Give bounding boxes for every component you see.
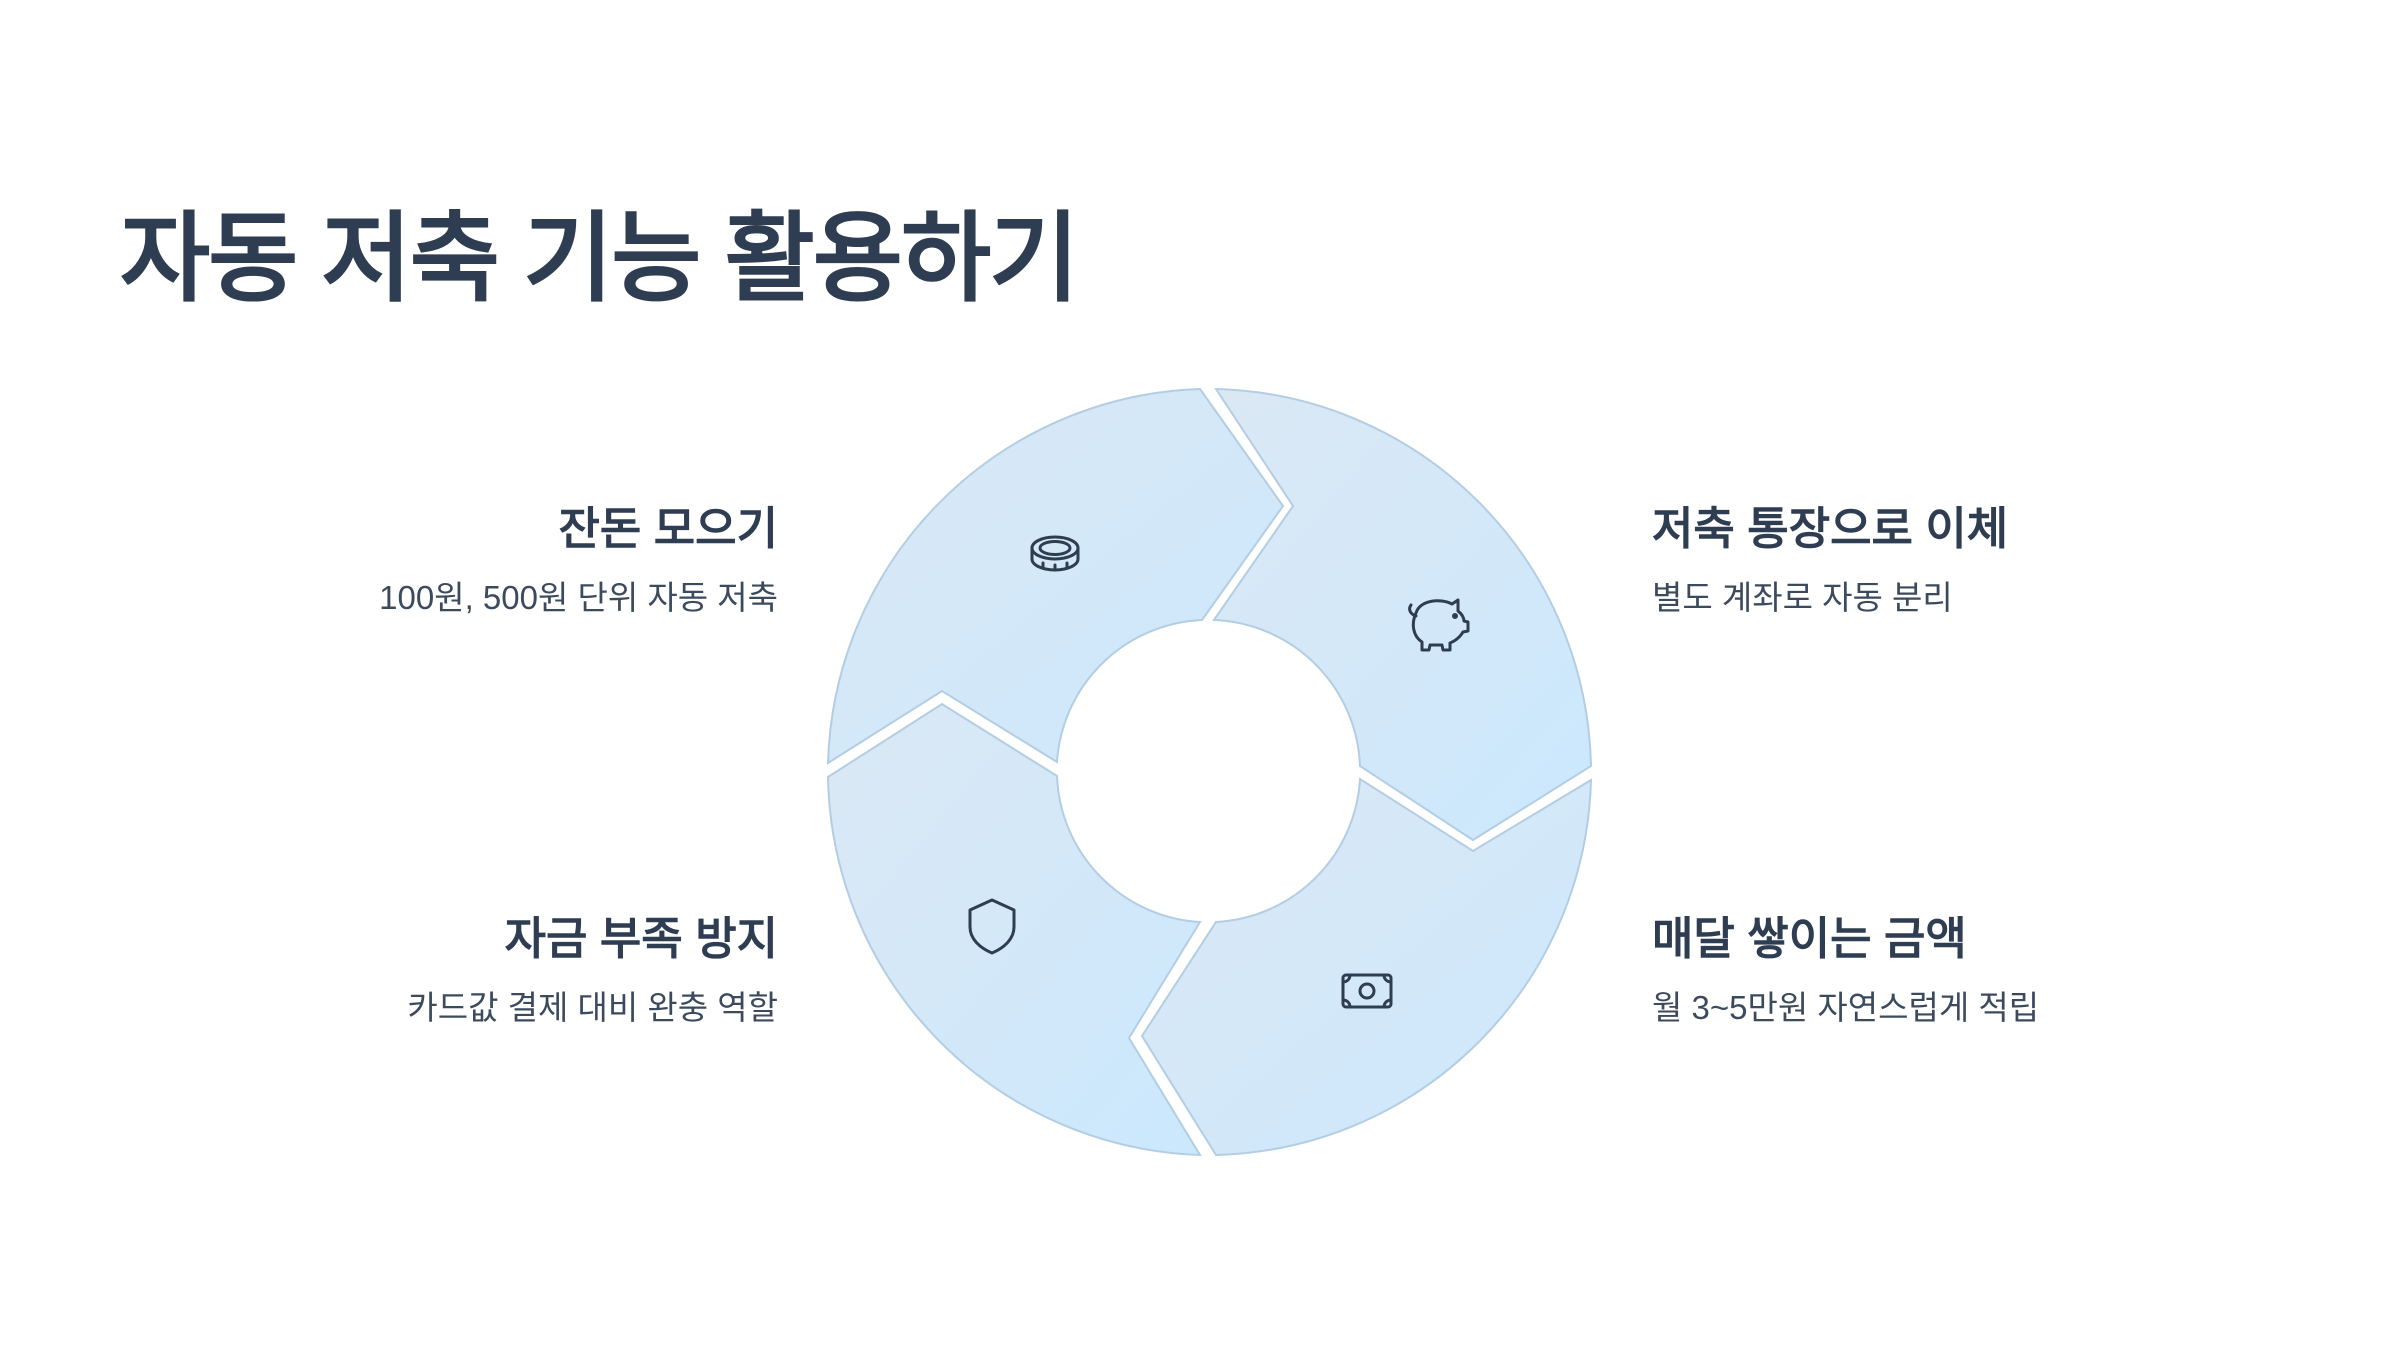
- step-title: 매달 쌓이는 금액: [1652, 913, 1967, 964]
- step-collect-change: 잔돈 모으기 100원, 500원 단위 자동 저축: [158, 502, 778, 618]
- shield-icon: [968, 898, 1016, 955]
- cycle-segment-collect-change: [826, 387, 1285, 765]
- step-description: 월 3~5만원 자연스럽게 적립: [1652, 989, 2040, 1026]
- step-description: 100원, 500원 단위 자동 저축: [379, 579, 778, 616]
- step-title: 잔돈 모으기: [558, 503, 778, 554]
- piggy-bank-icon: [1408, 598, 1470, 652]
- step-title: 저축 통장으로 이체: [1652, 503, 2009, 554]
- coin-icon: [1030, 535, 1080, 572]
- step-description: 별도 계좌로 자동 분리: [1652, 579, 1953, 616]
- step-title: 자금 부족 방지: [504, 913, 778, 964]
- slide-title: 자동 저축 기능 활용하기: [120, 203, 1079, 313]
- step-transfer-savings: 저축 통장으로 이체 별도 계좌로 자동 분리: [1652, 502, 2272, 618]
- step-monthly-savings: 매달 쌓이는 금액 월 3~5만원 자연스럽게 적립: [1652, 912, 2272, 1028]
- step-prevent-shortage: 자금 부족 방지 카드값 결제 대비 완충 역할: [158, 912, 778, 1028]
- cycle-segment-transfer-savings: [1212, 387, 1593, 842]
- step-description: 카드값 결제 대비 완충 역할: [407, 989, 778, 1026]
- cycle-segment-monthly-savings: [1140, 777, 1593, 1157]
- cash-icon: [1341, 973, 1393, 1009]
